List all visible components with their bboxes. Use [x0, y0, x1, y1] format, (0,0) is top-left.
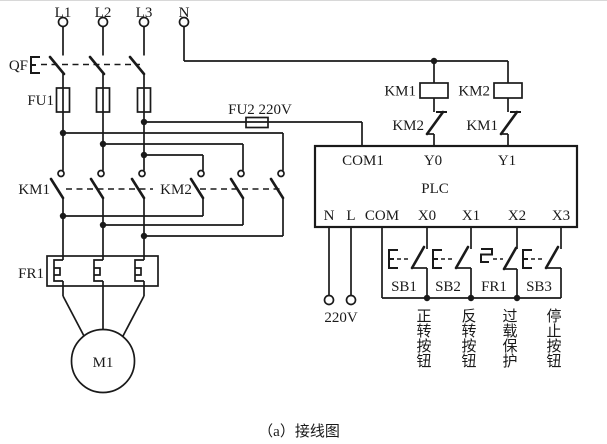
- plc-terminal-com1: COM1: [342, 153, 384, 169]
- plc-terminal-l: L: [346, 208, 355, 224]
- km2-blade-1: [189, 177, 205, 200]
- km1-contact-pivot-2: [97, 169, 105, 178]
- plc-title: PLC: [421, 181, 449, 197]
- fr1-contact-operator-icon: [480, 248, 493, 263]
- terminal-220v-n: [323, 294, 335, 306]
- input-contacts: [388, 245, 560, 271]
- label-fu2: FU2 220V: [228, 102, 292, 118]
- sb3-blade: [544, 245, 560, 270]
- terminal-l3: [138, 16, 150, 28]
- plc-terminal-n: N: [324, 208, 335, 224]
- label-sb2: SB2: [435, 279, 461, 295]
- plc-terminal-y1: Y1: [498, 153, 516, 169]
- label-l3: L3: [136, 5, 153, 21]
- plc-terminal-com: COM: [365, 208, 399, 224]
- terminals: [57, 16, 357, 306]
- label-l1: L1: [55, 5, 72, 21]
- sb1-blade: [410, 245, 426, 270]
- fr1-box: [46, 255, 159, 287]
- terminal-l2: [97, 16, 109, 28]
- label-km1-interlock: KM1: [466, 118, 498, 134]
- label-l2: L2: [95, 5, 112, 21]
- label-km1-main: KM1: [18, 182, 50, 198]
- plc-terminal-x0: X0: [418, 208, 436, 224]
- label-motor: M1: [93, 355, 114, 371]
- qf-blade-1: [48, 55, 66, 76]
- fuses: [55, 87, 269, 129]
- km2-blade-2: [229, 177, 245, 200]
- km1-blade-2: [89, 177, 105, 200]
- terminal-n: [178, 16, 190, 28]
- fr1-heater-1: [53, 259, 63, 282]
- km1-interlock-blade: [499, 110, 519, 136]
- qf-blade-3: [128, 55, 146, 76]
- km1-contact-pivot-3: [138, 169, 146, 178]
- plc-terminal-x1: X1: [462, 208, 480, 224]
- wiring-lines: [62, 26, 562, 337]
- fu2-fuse: [245, 116, 269, 129]
- plc-box: [313, 144, 579, 229]
- desc-reverse-button: 反转按钮: [461, 308, 476, 370]
- fr1-blade: [502, 246, 518, 271]
- fu1-fuse-2: [95, 87, 111, 113]
- sb2-operator-icon: [432, 249, 442, 269]
- label-220v: 220V: [324, 310, 358, 326]
- label-fr1-contact: FR1: [481, 279, 507, 295]
- label-fr1-box: FR1: [18, 266, 44, 282]
- label-km2-main: KM2: [160, 182, 192, 198]
- motor-circle: [70, 328, 136, 394]
- fr1-heater-2: [93, 259, 103, 282]
- fu1-fuse-3: [136, 87, 152, 113]
- km2-interlock-blade: [425, 110, 445, 136]
- sb3-operator-icon: [522, 249, 532, 269]
- label-sb1: SB1: [391, 279, 417, 295]
- sb1-operator-icon: [388, 249, 398, 269]
- desc-stop-button: 停止按钮: [546, 308, 561, 370]
- plc-terminal-x2: X2: [508, 208, 526, 224]
- label-fu1: FU1: [27, 93, 54, 109]
- km1-blade-1: [49, 177, 65, 200]
- junction-dots: [59, 57, 521, 302]
- km2-coil-symbol: [493, 82, 523, 99]
- fr1-heater-3: [134, 259, 144, 282]
- km2-blade-3: [269, 177, 285, 200]
- km2-contact-pivot-1: [197, 169, 205, 178]
- label-km2-coil: KM2: [458, 84, 490, 100]
- main-contacts: [49, 169, 285, 200]
- terminal-l1: [57, 16, 69, 28]
- plc-terminal-y0: Y0: [424, 153, 442, 169]
- sb2-blade: [454, 245, 470, 270]
- desc-forward-button: 正转按钮: [416, 309, 431, 370]
- qf-operator-icon: [30, 56, 40, 74]
- label-n: N: [179, 5, 190, 21]
- thermal-relay-fr1: [46, 255, 159, 287]
- plc-terminal-x3: X3: [552, 208, 570, 224]
- label-sb3: SB3: [526, 279, 552, 295]
- breaker-qf: [30, 55, 146, 76]
- label-qf: QF: [9, 58, 28, 74]
- km1-blade-3: [130, 177, 146, 200]
- terminal-220v-l: [345, 294, 357, 306]
- km1-contact-pivot-1: [57, 169, 65, 178]
- km2-contact-pivot-3: [277, 169, 285, 178]
- coil-circuit: [419, 82, 523, 136]
- km2-contact-pivot-2: [237, 169, 245, 178]
- figure-caption: （a）接线图: [258, 423, 340, 440]
- labels: L1 L2 L3 N QF FU1 FU2 220V KM1 KM2 FR1 M…: [9, 5, 570, 440]
- qf-blade-2: [88, 55, 106, 76]
- fu1-fuse-1: [55, 87, 71, 113]
- desc-overload-protection: 过载保护: [502, 308, 517, 370]
- km1-coil-symbol: [419, 82, 449, 99]
- label-km1-coil: KM1: [384, 84, 416, 100]
- label-km2-interlock: KM2: [392, 118, 424, 134]
